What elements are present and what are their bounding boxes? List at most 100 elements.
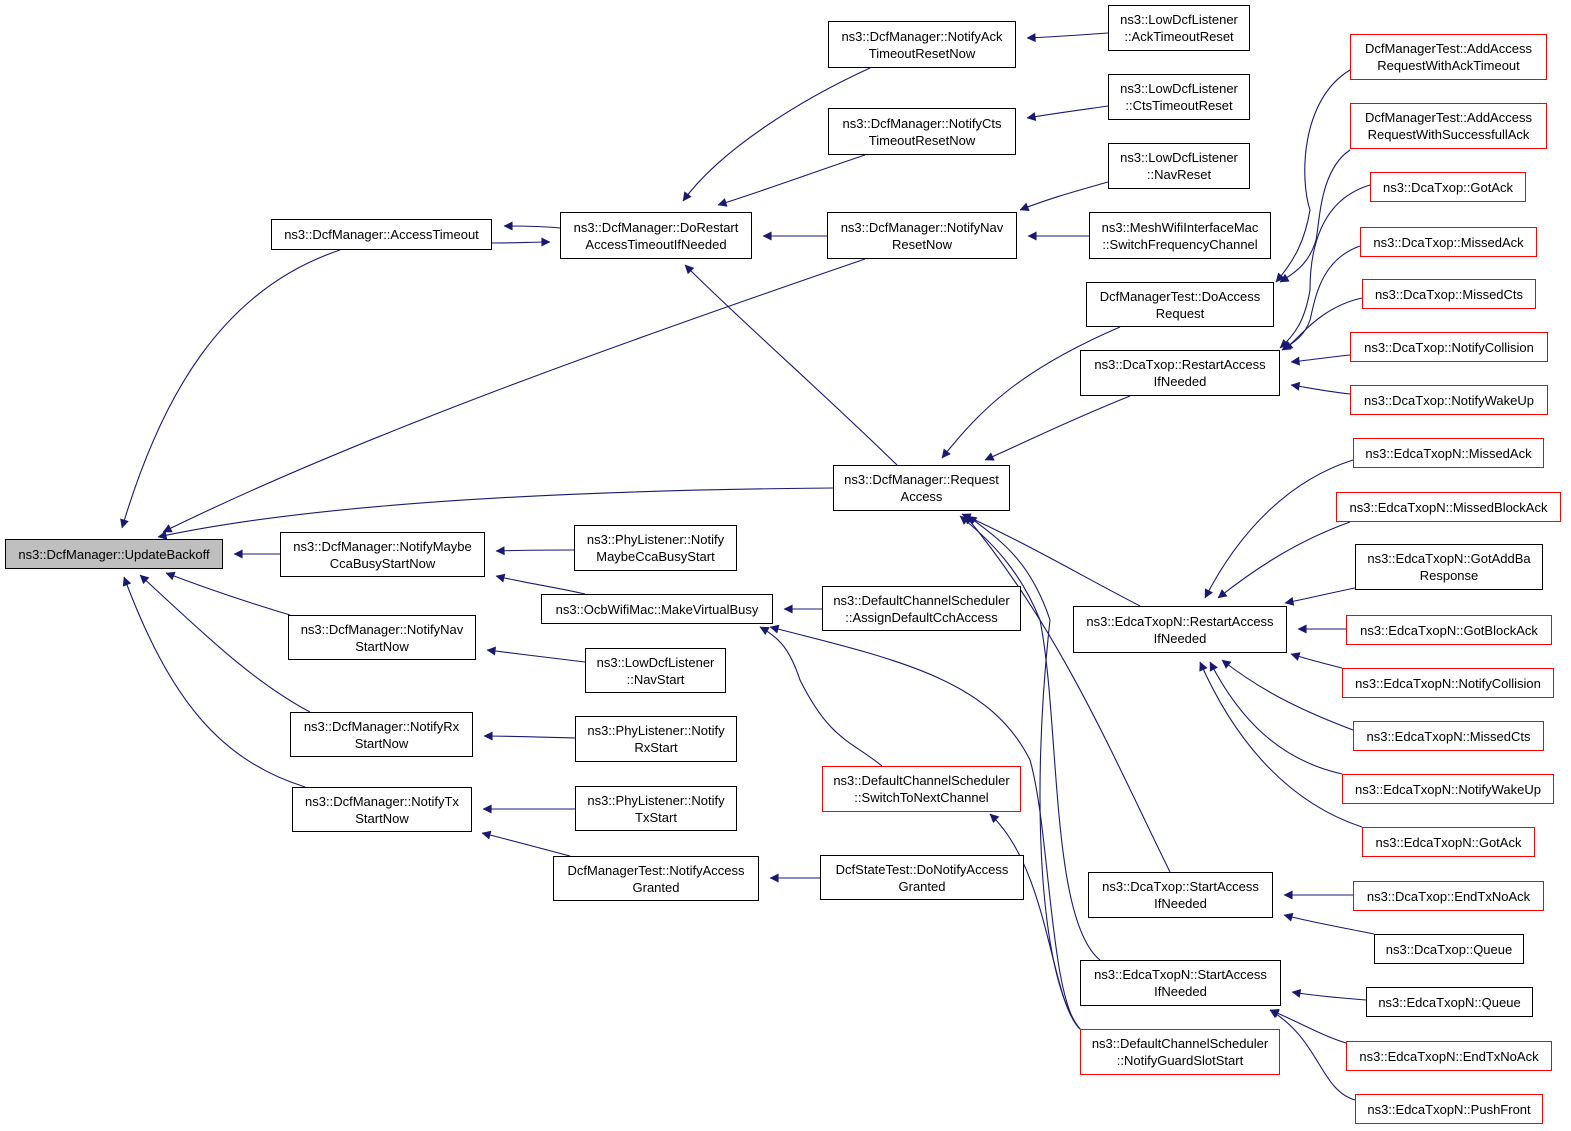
node-label-line: ::SwitchFrequencyChannel — [1102, 236, 1258, 252]
node-label-line: RequestWithSuccessfullAck — [1367, 127, 1530, 142]
call-edge-edcaMissedBlockAck-to-edcaRestart — [1217, 521, 1351, 599]
node-label-line: ns3::PhyListener::Notify — [586, 532, 725, 547]
node-label-line: ns3::DcfManager::DoRestart — [573, 219, 739, 235]
graph-node-edcaMissedCts[interactable]: ns3::EdcaTxopN::MissedCts — [1353, 721, 1544, 751]
graph-node-edcaPushFront[interactable]: ns3::EdcaTxopN::PushFront — [1355, 1094, 1543, 1124]
node-label-line: ns3::EdcaTxopN::GotAck — [1375, 834, 1522, 850]
graph-node-lowCtsTimeoutReset[interactable]: ns3::LowDcfListener::CtsTimeoutReset — [1108, 74, 1250, 120]
call-edge-dcaGotAck-to-dcaRestart — [1279, 184, 1371, 349]
graph-node-lowNavStart[interactable]: ns3::LowDcfListener::NavStart — [585, 648, 726, 693]
node-label-line: MaybeCcaBusyStart — [596, 549, 715, 564]
call-edge-accessTimeout-to-doRestart — [491, 237, 551, 247]
graph-node-accessTimeout[interactable]: ns3::DcfManager::AccessTimeout — [271, 219, 492, 250]
node-label-line: ns3::EdcaTxopN::Queue — [1378, 994, 1521, 1010]
graph-node-meshSwitch[interactable]: ns3::MeshWifiInterfaceMac::SwitchFrequen… — [1089, 212, 1271, 259]
node-label-line: StartNow — [355, 638, 409, 654]
graph-node-switchNext[interactable]: ns3::DefaultChannelScheduler::SwitchToNe… — [822, 766, 1021, 812]
call-edge-dcaMissedCts-to-dcaRestart — [1283, 297, 1363, 351]
call-edge-edcaMissedAck-to-edcaRestart — [1204, 459, 1354, 599]
node-label-line: ns3::DcfManager::UpdateBackoff — [18, 546, 210, 562]
graph-node-edcaMissedAck[interactable]: ns3::EdcaTxopN::MissedAck — [1353, 438, 1544, 468]
node-label-line: IfNeeded — [1153, 630, 1207, 646]
graph-node-dcaQueue[interactable]: ns3::DcaTxop::Queue — [1374, 934, 1524, 964]
graph-node-ocbMakeBusy[interactable]: ns3::OcbWifiMac::MakeVirtualBusy — [541, 594, 773, 624]
graph-node-edcaQueue[interactable]: ns3::EdcaTxopN::Queue — [1366, 987, 1533, 1017]
graph-node-edcaGotAck[interactable]: ns3::EdcaTxopN::GotAck — [1362, 827, 1535, 857]
node-label-line: ::CtsTimeoutReset — [1125, 98, 1233, 113]
call-edge-doRestart-to-accessTimeout — [503, 221, 561, 231]
node-label-line: ns3::EdcaTxopN::PushFront — [1367, 1101, 1531, 1117]
node-label-line: ns3::DcfManager::AccessTimeout — [284, 227, 479, 242]
graph-node-assignCch[interactable]: ns3::DefaultChannelScheduler::AssignDefa… — [822, 586, 1021, 631]
call-edge-lowCtsTimeoutReset-to-notifyCtsReset — [1026, 105, 1109, 121]
node-label-line: ns3::LowDcfListener — [596, 654, 715, 670]
graph-node-dcaMissedAck[interactable]: ns3::DcaTxop::MissedAck — [1360, 227, 1537, 257]
node-label-line: Response — [1419, 568, 1479, 583]
node-label-line: ns3::PhyListener::Notify — [587, 723, 725, 738]
node-label-line: ns3::DcfManager::NotifyRx — [303, 718, 460, 734]
graph-node-dcaGotAck[interactable]: ns3::DcaTxop::GotAck — [1370, 172, 1526, 202]
graph-node-edcaNotifyCollision[interactable]: ns3::EdcaTxopN::NotifyCollision — [1342, 668, 1554, 698]
call-edge-edcaRestart-to-requestAccess — [961, 513, 1141, 607]
call-edge-phyMaybeCca-to-notifyMaybeCca — [495, 546, 575, 556]
node-label-line: ns3::OcbWifiMac::MakeVirtualBusy — [555, 601, 759, 617]
call-edge-testDoAccess-to-requestAccess — [941, 326, 1121, 459]
graph-node-lowNavReset[interactable]: ns3::LowDcfListener::NavReset — [1108, 143, 1250, 189]
node-label-line: ns3::EdcaTxopN::EndTxNoAck — [1359, 1048, 1539, 1064]
node-label-line: CcaBusyStartNow — [329, 555, 436, 571]
graph-node-edcaMissedBlockAck[interactable]: ns3::EdcaTxopN::MissedBlockAck — [1336, 492, 1561, 522]
node-label-line: Granted — [632, 879, 680, 895]
graph-node-dcaNotifyWakeUp[interactable]: ns3::DcaTxop::NotifyWakeUp — [1350, 385, 1548, 415]
call-edge-edcaGotAck-to-edcaRestart — [1199, 661, 1363, 828]
node-label-line: DcfManagerTest::NotifyAccess — [567, 862, 745, 878]
node-label-line: ns3::EdcaTxopN::MissedAck — [1365, 445, 1532, 461]
node-label-line: StartNow — [354, 735, 409, 751]
graph-node-guardSlot[interactable]: ns3::DefaultChannelScheduler::NotifyGuar… — [1080, 1029, 1280, 1075]
graph-node-dcaNotifyCollision[interactable]: ns3::DcaTxop::NotifyCollision — [1350, 332, 1548, 362]
node-label-line: TimeoutResetNow — [868, 45, 976, 61]
call-edge-notifyRxStart-to-root — [139, 574, 311, 713]
graph-node-lowAckTimeoutReset[interactable]: ns3::LowDcfListener::AckTimeoutReset — [1108, 5, 1250, 51]
node-label-line: ns3::DcfManager::Request — [844, 472, 999, 487]
call-edge-edcaNotifyCollision-to-edcaRestart — [1290, 652, 1343, 669]
node-label-line: ns3::DefaultChannelScheduler — [1091, 1036, 1269, 1051]
node-label-line: RequestWithAckTimeout — [1377, 58, 1520, 73]
call-edge-edcaQueue-to-edcaStart — [1291, 989, 1367, 1001]
graph-node-edcaEndTxNoAck[interactable]: ns3::EdcaTxopN::EndTxNoAck — [1346, 1041, 1552, 1071]
call-edge-edcaStart-to-requestAccess — [959, 515, 1101, 961]
graph-node-edcaGotBlockAck[interactable]: ns3::EdcaTxopN::GotBlockAck — [1346, 615, 1552, 645]
node-label-line: ns3::DcaTxop::RestartAccess — [1094, 357, 1266, 372]
graph-node-dcaEndTxNoAck[interactable]: ns3::DcaTxop::EndTxNoAck — [1353, 881, 1544, 911]
call-edge-requestAccess-to-doRestart — [684, 264, 898, 466]
graph-node-dcaMissedCts[interactable]: ns3::DcaTxop::MissedCts — [1362, 279, 1536, 309]
call-edge-edcaEndTxNoAck-to-edcaStart — [1269, 1008, 1347, 1044]
graph-node-edcaNotifyWakeUp[interactable]: ns3::EdcaTxopN::NotifyWakeUp — [1342, 774, 1554, 804]
node-label-line: ns3::DcfManager::NotifyNav — [840, 219, 1004, 235]
node-label-line: IfNeeded — [1153, 374, 1207, 389]
node-label-line: IfNeeded — [1154, 896, 1207, 911]
node-label-line: ::AssignDefaultCchAccess — [845, 609, 998, 625]
